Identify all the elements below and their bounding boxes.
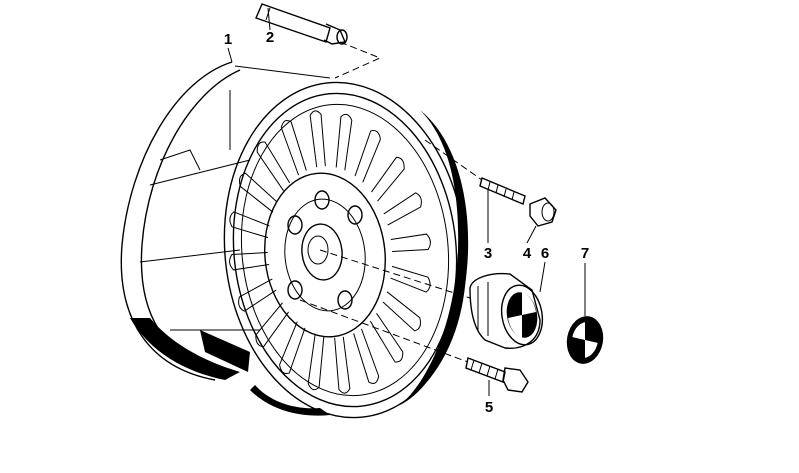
wheel-spoke (354, 129, 381, 183)
callout-3: 3 (484, 245, 492, 262)
hub-cap (469, 272, 544, 349)
leader-lines (227, 7, 586, 396)
wheel-spoke (371, 156, 405, 202)
wheel-spoke (280, 120, 307, 176)
wheel-bolt (465, 357, 529, 393)
callout-6: 6 (541, 245, 549, 262)
valve-dash-line (334, 41, 382, 79)
callout-1: 1 (224, 31, 232, 48)
wheel-spoke (335, 113, 353, 171)
wheel-spoke (279, 321, 306, 375)
tire-valve (255, 3, 348, 45)
wheel-spoke (255, 302, 289, 348)
wheel-spoke (229, 211, 270, 239)
wheel-spoke (307, 333, 325, 391)
cap-nut (529, 197, 557, 227)
callout-4: 4 (523, 245, 532, 262)
wheel-spoke (256, 141, 291, 191)
wheel-spoke (238, 172, 278, 213)
wheel-spoke (238, 278, 277, 312)
callout-2: 2 (266, 29, 274, 46)
callout-5: 5 (485, 399, 493, 416)
wheel-rim (120, 61, 469, 419)
wheel-spoke (390, 233, 431, 253)
wheel-spoke (334, 336, 351, 394)
balance-screw (479, 177, 526, 205)
wheel-spoke (383, 192, 422, 226)
assembly-lines (299, 139, 483, 363)
wheel-spoke (382, 291, 422, 332)
wheel-spoke (309, 110, 326, 168)
bmw-emblem (566, 316, 604, 364)
wheel-spoke (229, 251, 270, 271)
wheel-spoke (369, 313, 404, 363)
wheel-spoke (353, 328, 380, 384)
callout-7: 7 (581, 245, 589, 262)
